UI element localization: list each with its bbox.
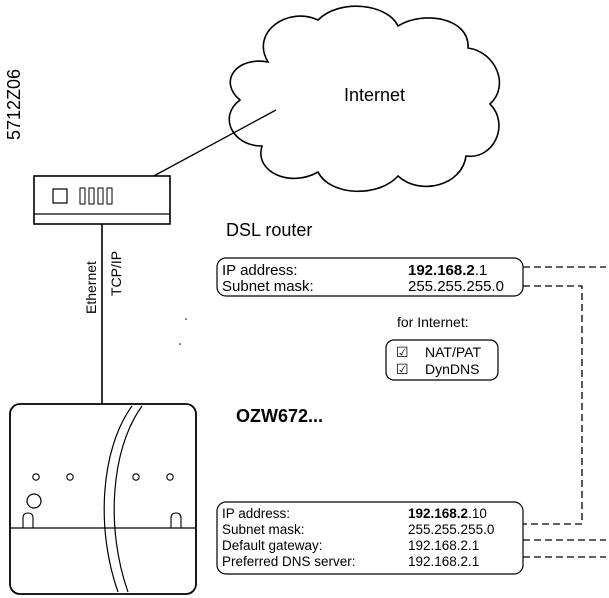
router-info-box: [216, 257, 524, 297]
router-ip-value: 192.168.2.1: [408, 262, 487, 279]
device-info-box: [216, 501, 524, 575]
ozw672-device-icon: [9, 403, 197, 595]
router-internet-link: [149, 109, 277, 179]
device-mask-value: 255.255.255.0: [408, 522, 494, 537]
dashed-connectors: [523, 266, 606, 558]
dsl-router-title: DSL router: [226, 220, 312, 240]
device-mask-label: Subnet mask:: [222, 522, 305, 537]
router-ip-label: IP address:: [222, 262, 298, 279]
checkbox-icon: ☑: [396, 344, 409, 360]
stray-dot: [185, 318, 187, 320]
for-internet-label: for Internet:: [397, 314, 469, 330]
device-gateway-value: 192.168.2.1: [408, 538, 479, 553]
ethernet-label: Ethernet: [83, 261, 99, 314]
features-box: [385, 339, 499, 381]
feature-dyndns: DynDNS: [425, 361, 479, 377]
router-mask-label: Subnet mask:: [222, 278, 314, 295]
document-id: 5712Z06: [4, 69, 24, 140]
device-gateway-label: Default gateway:: [222, 538, 323, 553]
tcpip-label: TCP/IP: [108, 251, 124, 296]
device-dns-label: Preferred DNS server:: [222, 554, 356, 569]
feature-nat-pat: NAT/PAT: [425, 344, 481, 360]
device-ip-value: 192.168.2.10: [408, 506, 487, 521]
internet-label: Internet: [344, 85, 405, 105]
stray-dot: [179, 343, 181, 345]
checkbox-icon: ☑: [396, 361, 409, 377]
ozw672-title: OZW672...: [236, 406, 323, 426]
device-ip-label: IP address:: [222, 506, 290, 521]
dashed-mask-connector: [523, 285, 583, 525]
device-dns-value: 192.168.2.1: [408, 554, 479, 569]
internet-cloud-icon: [228, 5, 501, 193]
dsl-router-icon: [33, 175, 171, 225]
router-mask-value: 255.255.255.0: [408, 278, 504, 295]
